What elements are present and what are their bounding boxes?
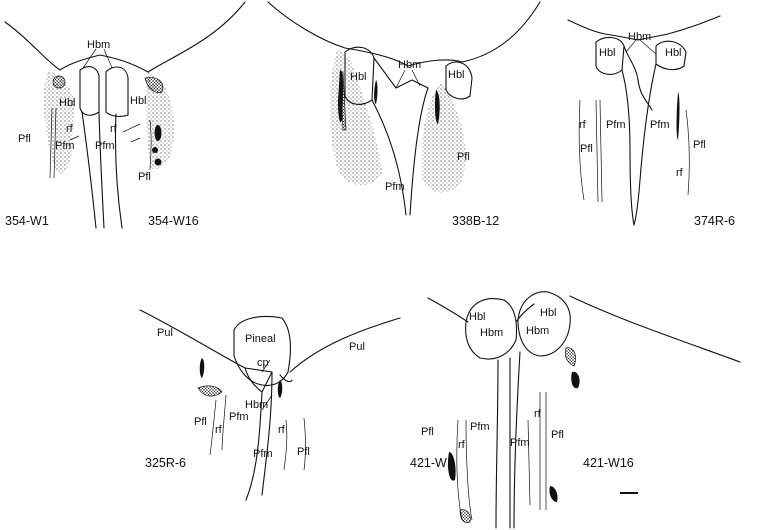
structure-label: Pfl <box>18 133 31 145</box>
black-deposit <box>549 486 558 502</box>
case-label: 354-W16 <box>148 214 199 228</box>
black-deposit <box>154 158 162 166</box>
hbl-right-outline <box>445 61 473 100</box>
panel-325R-6: Pul Pineal Pul cp Hbm Pfl rf Pfm rf Pfl … <box>139 309 401 501</box>
structure-label: Hbm <box>398 59 421 71</box>
structure-label: Pfl <box>580 143 593 155</box>
structure-label: Pfm <box>95 140 115 152</box>
hatched-deposit <box>197 385 223 397</box>
case-label: 338B-12 <box>452 214 499 228</box>
structure-label: Hbl <box>469 311 486 323</box>
scale-bar <box>620 492 638 494</box>
black-deposit <box>676 92 680 140</box>
case-label: 421-W1 <box>410 456 454 470</box>
black-deposit <box>571 366 584 389</box>
structure-label: Pfm <box>606 119 626 131</box>
panel-421-W: Hbl Hbl Hbm Hbm Pfl Pfm rf Pfm rf Pfl 42… <box>410 291 741 529</box>
panel-338B-12: Hbm Hbl Hbl Pfl Pfm 338B-12 <box>267 1 541 228</box>
structure-label: Pul <box>349 341 365 353</box>
hatched-deposit-right <box>144 77 164 93</box>
case-label: 374R-6 <box>694 214 735 228</box>
structure-label: Pfm <box>55 140 75 152</box>
structure-label: Pfl <box>551 429 564 441</box>
hatched-deposit-left <box>52 75 66 89</box>
stipple-region-right <box>145 72 174 170</box>
structure-label: rf <box>534 408 542 420</box>
structure-label: rf <box>215 424 223 436</box>
structure-label: Hbl <box>59 97 76 109</box>
black-deposit <box>338 70 344 123</box>
structure-label: Hbl <box>540 307 557 319</box>
structure-label: Hbm <box>245 399 268 411</box>
panel-354-W: Hbm Hbl Hbl rf rf Pfm Pfm Pfl Pfl 354-W1… <box>4 1 246 229</box>
black-deposit <box>277 380 283 398</box>
hbl-right-outline <box>105 66 129 117</box>
structure-label: Pfl <box>457 151 470 163</box>
structure-label: Hbl <box>130 95 147 107</box>
black-deposit <box>447 452 456 481</box>
structure-label: Pfm <box>229 411 249 423</box>
structure-label: Pineal <box>245 333 276 345</box>
structure-label: Pfm <box>650 119 670 131</box>
stipple-region-right <box>421 82 466 193</box>
structure-label: rf <box>110 123 118 135</box>
hatched-deposit <box>564 347 576 367</box>
pineal-outline <box>233 315 292 387</box>
case-label: 421-W16 <box>583 456 634 470</box>
black-deposit <box>434 90 440 124</box>
case-label: 354-W1 <box>5 214 49 228</box>
structure-label: Pul <box>157 327 173 339</box>
structure-label: Hbl <box>350 71 367 83</box>
black-deposit <box>152 147 158 153</box>
stipple-region-left <box>330 48 382 186</box>
structure-label: Pfl <box>194 416 207 428</box>
structure-label: Hbl <box>599 47 616 59</box>
black-deposit <box>199 358 205 378</box>
hbl-left-outline <box>465 298 518 360</box>
structure-label: Pfm <box>510 437 530 449</box>
hatched-deposit <box>459 509 471 523</box>
structure-label: Pfl <box>297 446 310 458</box>
structure-label: Hbm <box>87 39 110 51</box>
structure-label: Pfl <box>138 171 151 183</box>
black-deposit <box>374 80 378 104</box>
structure-label: Pfm <box>253 448 273 460</box>
structure-label: Hbm <box>480 327 503 339</box>
structure-label: Pfl <box>421 426 434 438</box>
structure-label: rf <box>278 424 286 436</box>
hbl-right-outline <box>655 40 687 71</box>
structure-label: rf <box>66 123 74 135</box>
structure-label: Pfm <box>385 181 405 193</box>
hbl-left-outline <box>79 66 100 116</box>
structure-label: rf <box>579 119 587 131</box>
black-deposit <box>154 125 162 141</box>
structure-label: Hbl <box>448 69 465 81</box>
structure-label: cp <box>257 357 269 369</box>
structure-label: Pfm <box>470 421 490 433</box>
structure-label: Hbm <box>628 31 651 43</box>
panel-374R-6: Hbm Hbl Hbl rf Pfm Pfm Pfl Pfl rf 374R-6 <box>567 15 735 228</box>
structure-label: rf <box>676 167 684 179</box>
stipple-region-left <box>44 72 74 174</box>
case-label: 325R-6 <box>145 456 186 470</box>
structure-label: rf <box>458 439 466 451</box>
hbl-right-outline <box>517 291 571 357</box>
structure-label: Hbl <box>665 47 682 59</box>
structure-label: Pfl <box>693 139 706 151</box>
structure-label: Hbm <box>526 325 549 337</box>
